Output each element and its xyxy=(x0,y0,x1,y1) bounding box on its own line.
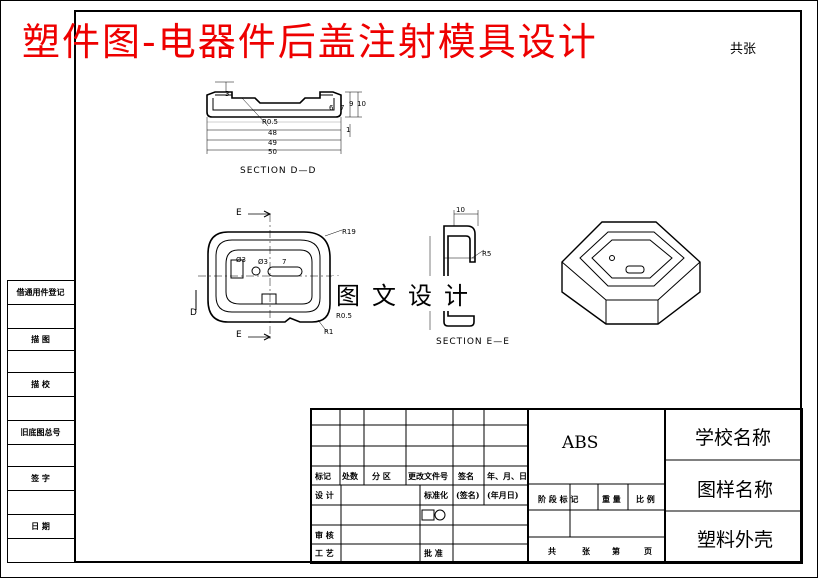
stage-weight: 重 量 xyxy=(602,494,621,504)
total-di: 第 xyxy=(612,546,620,556)
cut-e-bottom: E xyxy=(236,330,243,340)
total-gong: 共 xyxy=(548,546,556,556)
row-sign: (签名) xyxy=(456,490,480,500)
sidebar-cell-blank-4 xyxy=(7,444,74,466)
row-standardize: 标准化 xyxy=(424,490,448,500)
row-approve: 批 准 xyxy=(424,548,443,558)
cut-e-top: E xyxy=(236,208,243,218)
drawing-name: 图样名称 xyxy=(697,479,774,501)
total-ye: 页 xyxy=(644,546,652,556)
dim-r1: R1 xyxy=(324,328,334,336)
dim-r5-ee: R5 xyxy=(482,250,492,258)
sidebar-cell-signature: 签 字 xyxy=(7,466,74,490)
stage-scale: 比 例 xyxy=(636,494,655,504)
isometric-view xyxy=(561,221,701,325)
dim-50: 50 xyxy=(268,148,277,156)
dim-10: 10 xyxy=(357,100,366,108)
hdr-mark: 标记 xyxy=(315,471,331,481)
dim-10-ee: 10 xyxy=(456,206,465,214)
part-name: 塑料外壳 xyxy=(697,529,774,551)
dim-9: 9 xyxy=(349,100,354,108)
title-block-grid xyxy=(310,408,803,564)
row-date: (年月日) xyxy=(487,490,519,500)
hdr-sign: 签名 xyxy=(458,471,474,481)
sidebar-cell-old-number: 旧底图总号 xyxy=(7,420,74,444)
drawing-title: 塑件图-电器件后盖注射模具设计 xyxy=(22,20,598,64)
sidebar-cell-date: 日 期 xyxy=(7,514,74,538)
row-process: 工 艺 xyxy=(315,548,334,558)
hdr-count: 处数 xyxy=(342,471,358,481)
dim-7: 7 xyxy=(340,104,345,112)
dim-r05-top: R0.5 xyxy=(262,118,278,126)
dim-r05-plan: R0.5 xyxy=(336,312,352,320)
sidebar-cell-check: 描 校 xyxy=(7,372,74,396)
sidebar-cell-blank-6 xyxy=(7,538,74,563)
dim-48: 48 xyxy=(268,129,277,137)
sheet-count: 共张 xyxy=(730,42,757,57)
material-value: ABS xyxy=(562,433,599,453)
hdr-change-doc: 更改文件号 xyxy=(408,471,448,481)
plan-view xyxy=(195,210,343,341)
dim-d3-a: Ø3 xyxy=(236,256,246,264)
row-review: 审 核 xyxy=(315,530,334,540)
dim-d3-b: Ø3 xyxy=(258,258,268,266)
section-dd-label: SECTION D—D xyxy=(240,166,317,176)
stage-mark: 阶 段 标 记 xyxy=(538,494,579,504)
sidebar-cell-register: 借通用件登记 xyxy=(7,280,74,304)
dim-49: 49 xyxy=(268,139,277,147)
hdr-zone: 分 区 xyxy=(372,471,391,481)
sidebar-cell-blank-3 xyxy=(7,396,74,420)
dim-6: 6 xyxy=(329,104,334,112)
sidebar-cell-blank-1 xyxy=(7,304,74,328)
section-ee-label: SECTION E—E xyxy=(436,337,510,347)
section-ee-view xyxy=(429,210,485,330)
total-zhang: 张 xyxy=(582,546,590,556)
sidebar-cell-blank-5 xyxy=(7,490,74,514)
school-name: 学校名称 xyxy=(695,427,772,449)
hdr-date: 年、月、日 xyxy=(487,471,527,481)
cut-d: D xyxy=(190,308,198,318)
dim-r19: R19 xyxy=(342,228,356,236)
row-design: 设 计 xyxy=(315,490,334,500)
sidebar-cell-trace: 描 图 xyxy=(7,328,74,350)
section-dd-view xyxy=(206,81,362,154)
watermark-text: 图文设计 xyxy=(332,276,484,311)
dim-7-plan: 7 xyxy=(282,258,287,266)
dim-1: 1 xyxy=(346,126,351,134)
sidebar-cell-blank-2 xyxy=(7,350,74,372)
dim-3: 3 xyxy=(225,90,230,98)
left-registration-block: 借通用件登记 描 图 描 校 旧底图总号 签 字 日 期 xyxy=(7,280,74,563)
